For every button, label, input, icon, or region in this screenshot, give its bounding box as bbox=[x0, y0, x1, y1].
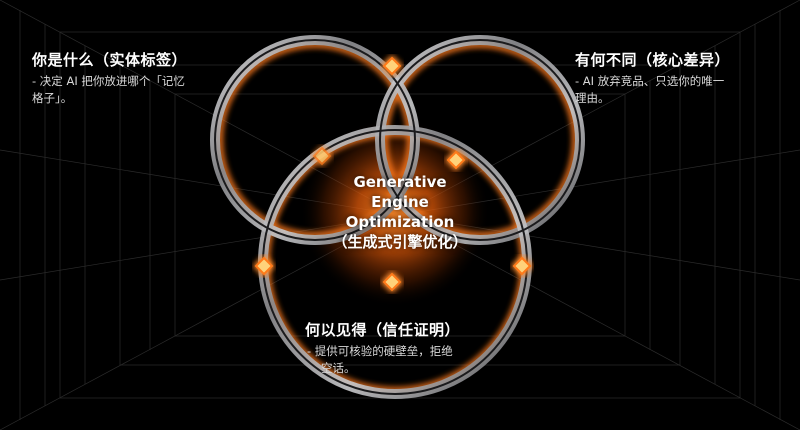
diamond-node-icon bbox=[380, 54, 404, 78]
top-right-block: 有何不同（核心差异） - AI 放弃竞品、只选你的唯一 理由。 bbox=[575, 50, 770, 107]
diamond-node-icon bbox=[252, 254, 276, 278]
top-left-desc-line2: 格子」。 bbox=[32, 91, 73, 105]
top-right-desc-line1: - AI 放弃竞品、只选你的唯一 bbox=[575, 74, 725, 88]
top-right-desc-line2: 理由。 bbox=[575, 91, 610, 105]
bottom-desc-line2: 空话。 bbox=[321, 361, 356, 375]
center-line-1: Generative bbox=[353, 173, 447, 191]
diamond-node-icon bbox=[510, 254, 534, 278]
top-right-title: 有何不同（核心差异） bbox=[575, 51, 731, 69]
center-line-3: Optimization bbox=[345, 213, 455, 231]
bottom-desc: - 提供可核验的硬壁垒，拒绝 空话。 bbox=[305, 343, 535, 377]
bottom-desc-line1: - 提供可核验的硬壁垒，拒绝 bbox=[307, 344, 453, 358]
center-line-4: （生成式引擎优化） bbox=[332, 233, 468, 251]
top-right-desc: - AI 放弃竞品、只选你的唯一 理由。 bbox=[575, 73, 770, 107]
diamond-node-icon bbox=[380, 270, 404, 294]
diamond-node-icon bbox=[310, 144, 334, 168]
bottom-block: 何以见得（信任证明） - 提供可核验的硬壁垒，拒绝 空话。 bbox=[305, 320, 535, 377]
bottom-title: 何以见得（信任证明） bbox=[305, 321, 461, 339]
center-glow bbox=[300, 117, 490, 307]
top-left-title: 你是什么（实体标签） bbox=[32, 51, 188, 69]
center-line-2: Engine bbox=[371, 193, 429, 211]
top-left-desc-line1: - 决定 AI 把你放进哪个「记忆 bbox=[32, 74, 185, 88]
top-left-desc: - 决定 AI 把你放进哪个「记忆 格子」。 bbox=[32, 73, 232, 107]
center-label: Generative Engine Optimization （生成式引擎优化） bbox=[300, 172, 500, 252]
top-left-block: 你是什么（实体标签） - 决定 AI 把你放进哪个「记忆 格子」。 bbox=[32, 50, 232, 107]
diamond-node-icon bbox=[444, 148, 468, 172]
